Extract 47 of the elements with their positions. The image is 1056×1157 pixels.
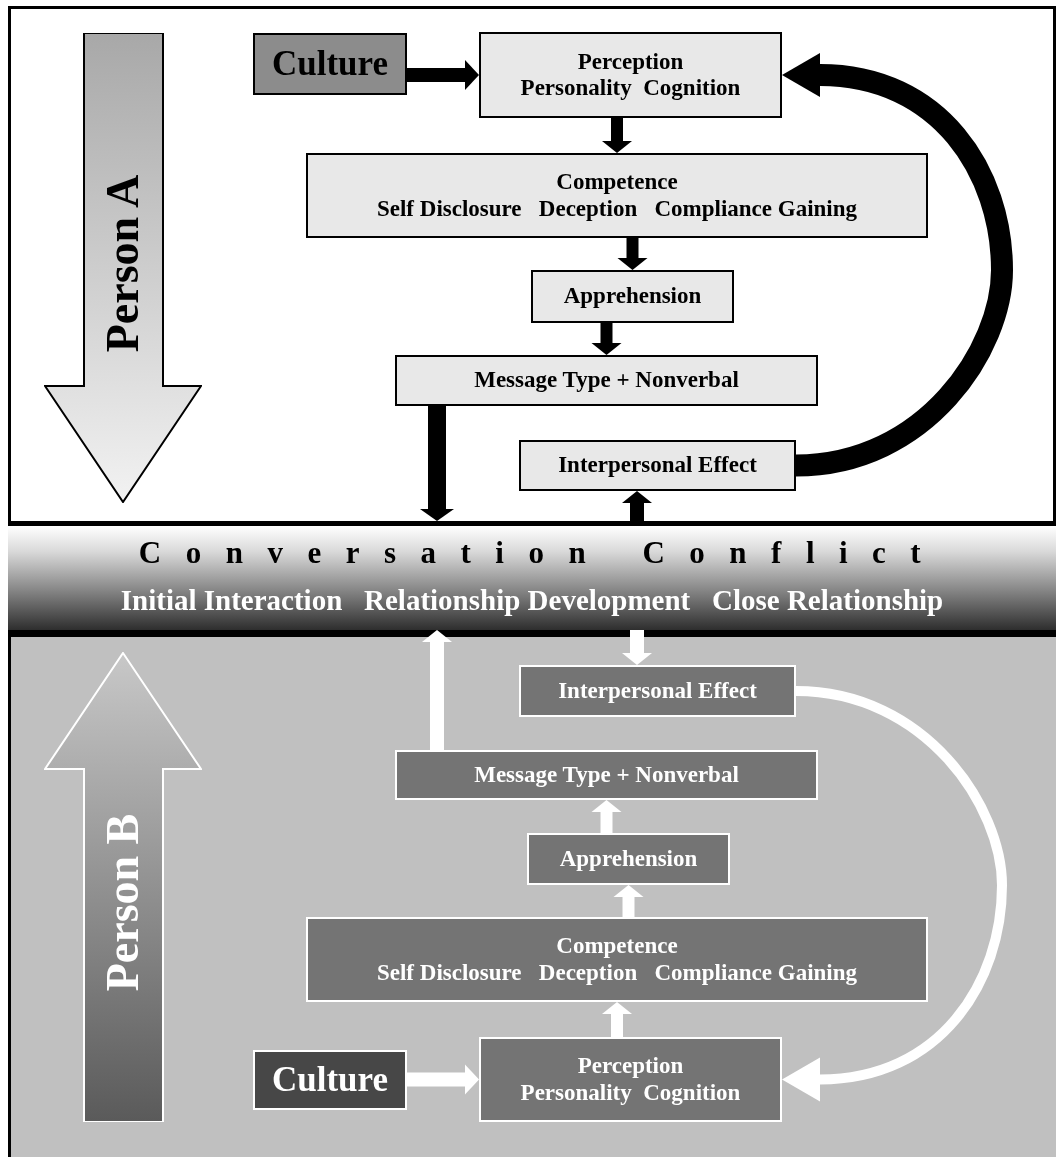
process-box	[519, 665, 796, 717]
block-arrow	[420, 406, 454, 521]
person-label: Person B	[96, 813, 150, 991]
process-box	[519, 440, 796, 491]
process-box	[395, 750, 818, 800]
box-text: Competence	[556, 169, 678, 196]
box-text: Personality Cognition	[520, 75, 741, 102]
conversation-band	[8, 521, 1056, 630]
process-box	[306, 153, 928, 238]
block-arrow	[591, 800, 622, 833]
block-arrow	[422, 630, 452, 750]
box-text: Message Type + Nonverbal	[474, 367, 739, 394]
box-text: Apprehension	[559, 845, 698, 873]
curved-arrow	[782, 53, 1013, 477]
block-arrow	[407, 60, 479, 90]
block-arrow	[602, 1002, 632, 1037]
block-arrow	[622, 630, 652, 665]
box-text: Perception	[577, 1053, 684, 1080]
culture-box	[253, 1050, 407, 1110]
curved-arrow	[782, 686, 1007, 1102]
process-box	[527, 833, 730, 885]
band-subtitle: Initial Interaction Relationship Development Close Relationship	[120, 583, 944, 618]
process-box	[531, 270, 734, 323]
block-arrow	[591, 323, 622, 355]
process-box	[395, 355, 818, 406]
box-text: Personality Cognition	[520, 1079, 741, 1106]
person-label: Person A	[96, 174, 150, 352]
box-text: Apprehension	[563, 283, 702, 310]
box-text: Competence	[556, 933, 678, 960]
box-text: Message Type + Nonverbal	[474, 761, 739, 789]
process-box	[479, 32, 782, 118]
box-text: Culture	[272, 43, 388, 85]
box-text: Self Disclosure Deception Compliance Gaining	[377, 195, 857, 222]
block-arrow	[617, 238, 648, 270]
box-text: Interpersonal Effect	[558, 677, 757, 705]
band-title: Conversation Conflict	[138, 534, 946, 571]
box-text: Perception	[577, 48, 684, 75]
process-box	[479, 1037, 782, 1122]
block-arrow	[602, 118, 632, 153]
box-text: Culture	[272, 1059, 388, 1101]
culture-box	[253, 33, 407, 95]
block-arrow	[407, 1064, 479, 1095]
box-text: Self Disclosure Deception Compliance Gaining	[377, 959, 857, 986]
box-text: Interpersonal Effect	[558, 452, 757, 479]
block-arrow	[613, 885, 644, 917]
process-box	[306, 917, 928, 1002]
block-arrow	[622, 491, 652, 521]
